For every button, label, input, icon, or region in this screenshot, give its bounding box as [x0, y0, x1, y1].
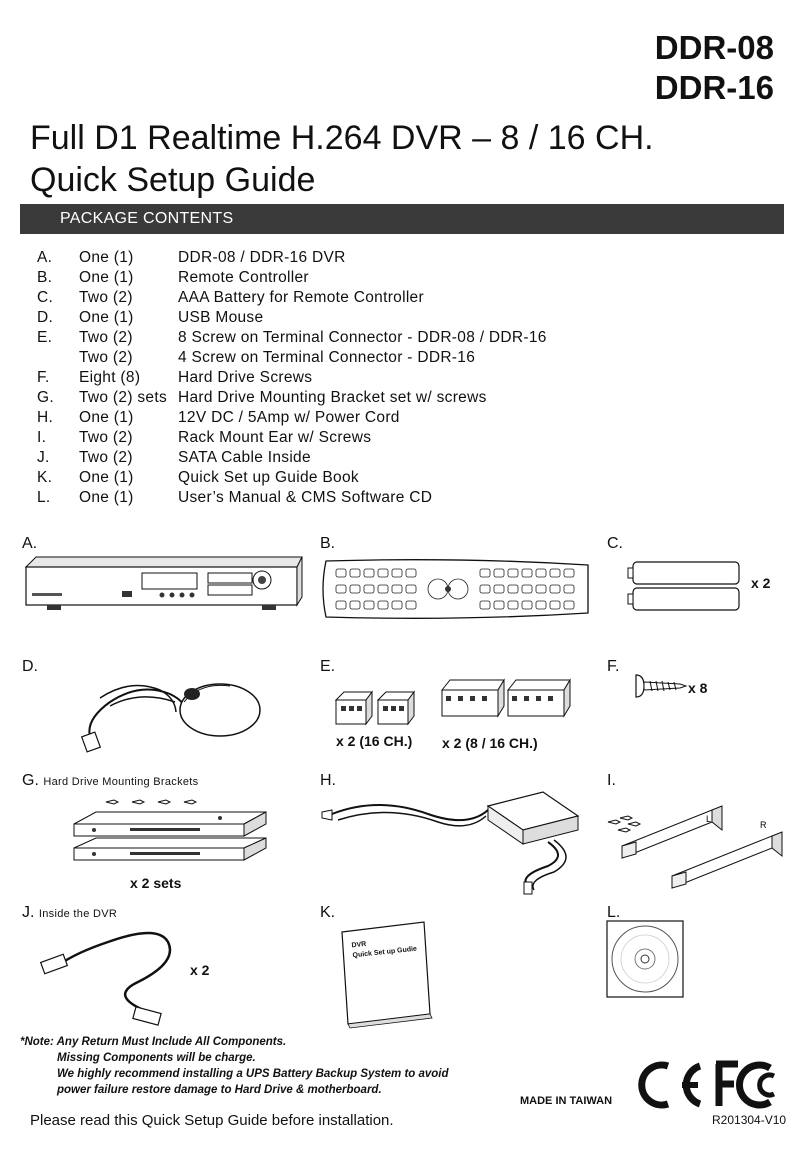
model-number-1: DDR-08 — [654, 29, 774, 66]
fcc-mark-icon — [715, 1060, 776, 1109]
list-item: E.Two (2)8 Screw on Terminal Connector -… — [37, 329, 547, 346]
list-item: J.Two (2)SATA Cable Inside — [37, 449, 311, 466]
made-in-label: MADE IN TAIWAN — [520, 1095, 613, 1107]
figure-d-label: D. — [22, 658, 38, 675]
model-number-2: DDR-16 — [654, 69, 774, 106]
figure-l-label: L. — [607, 904, 621, 921]
document-subtitle: Quick Setup Guide — [30, 161, 316, 199]
cd-illustration — [606, 920, 684, 998]
list-item: Two (2)4 Screw on Terminal Connector - D… — [79, 349, 476, 366]
dvr-illustration — [24, 556, 303, 610]
figure-a-label: A. — [22, 535, 38, 552]
ce-mark-icon — [638, 1061, 702, 1109]
usb-mouse-illustration — [80, 683, 261, 753]
list-item: D.One (1)USB Mouse — [37, 309, 264, 326]
ear-left-marker: L — [706, 814, 711, 824]
list-item: H.One (1)12V DC / 5Amp w/ Power Cord — [37, 409, 400, 426]
footer-instruction: Please read this Quick Setup Guide befor… — [30, 1112, 394, 1129]
battery-quantity: x 2 — [751, 575, 771, 591]
guide-book-illustration: DVR Quick Set up Gudie — [338, 918, 434, 1029]
figure-f-label: F. — [607, 658, 620, 675]
list-item: I.Two (2)Rack Mount Ear w/ Screws — [37, 429, 372, 446]
document-title: Full D1 Realtime H.264 DVR – 8 / 16 CH. — [30, 119, 654, 157]
battery-illustration — [627, 561, 740, 611]
power-adapter-illustration — [321, 791, 580, 895]
figure-h-label: H. — [320, 772, 336, 789]
list-item: L.One (1)User’s Manual & CMS Software CD — [37, 489, 433, 506]
rack-mount-ear-illustration: L R — [607, 805, 783, 889]
connector-8pin-quantity: x 2 (8 / 16 CH.) — [442, 735, 538, 751]
sata-cable-illustration — [39, 931, 172, 1026]
figure-e-label: E. — [320, 658, 336, 675]
list-item: F.Eight (8)Hard Drive Screws — [37, 369, 313, 386]
figure-b-label: B. — [320, 535, 336, 552]
package-contents-list: A.One (1)DDR-08 / DDR-16 DVR B.One (1)Re… — [37, 248, 777, 508]
mounting-bracket-illustration — [73, 799, 267, 861]
figure-j-label: J. Inside the DVR — [22, 904, 118, 921]
connector-4pin-quantity: x 2 (16 CH.) — [336, 733, 413, 749]
bracket-quantity: x 2 sets — [130, 875, 182, 891]
figure-c-label: C. — [607, 535, 623, 552]
return-note: *Note: Any Return Must Include All Compo… — [20, 1036, 449, 1096]
terminal-connector-illustration — [334, 678, 571, 726]
figure-j-caption: Inside the DVR — [38, 908, 118, 920]
figure-k-label: K. — [320, 904, 336, 921]
figure-i-label: I. — [607, 772, 616, 789]
list-item: K.One (1)Quick Set up Guide Book — [37, 469, 359, 486]
screw-quantity: x 8 — [688, 680, 708, 696]
section-bar-label: PACKAGE CONTENTS — [60, 210, 234, 227]
list-item: B.One (1)Remote Controller — [37, 269, 309, 286]
remote-illustration — [322, 559, 589, 619]
list-item: A.One (1)DDR-08 / DDR-16 DVR — [37, 249, 346, 266]
figure-g-caption: Hard Drive Mounting Brackets — [43, 776, 199, 788]
sata-cable-quantity: x 2 — [190, 962, 210, 978]
screw-illustration — [635, 674, 688, 698]
figure-g-label: G. Hard Drive Mounting Brackets — [22, 772, 199, 789]
section-bar: PACKAGE CONTENTS — [20, 204, 784, 234]
ear-right-marker: R — [760, 820, 767, 830]
revision-code: R201304-V10 — [712, 1113, 787, 1127]
list-item: C.Two (2)AAA Battery for Remote Controll… — [37, 289, 424, 306]
